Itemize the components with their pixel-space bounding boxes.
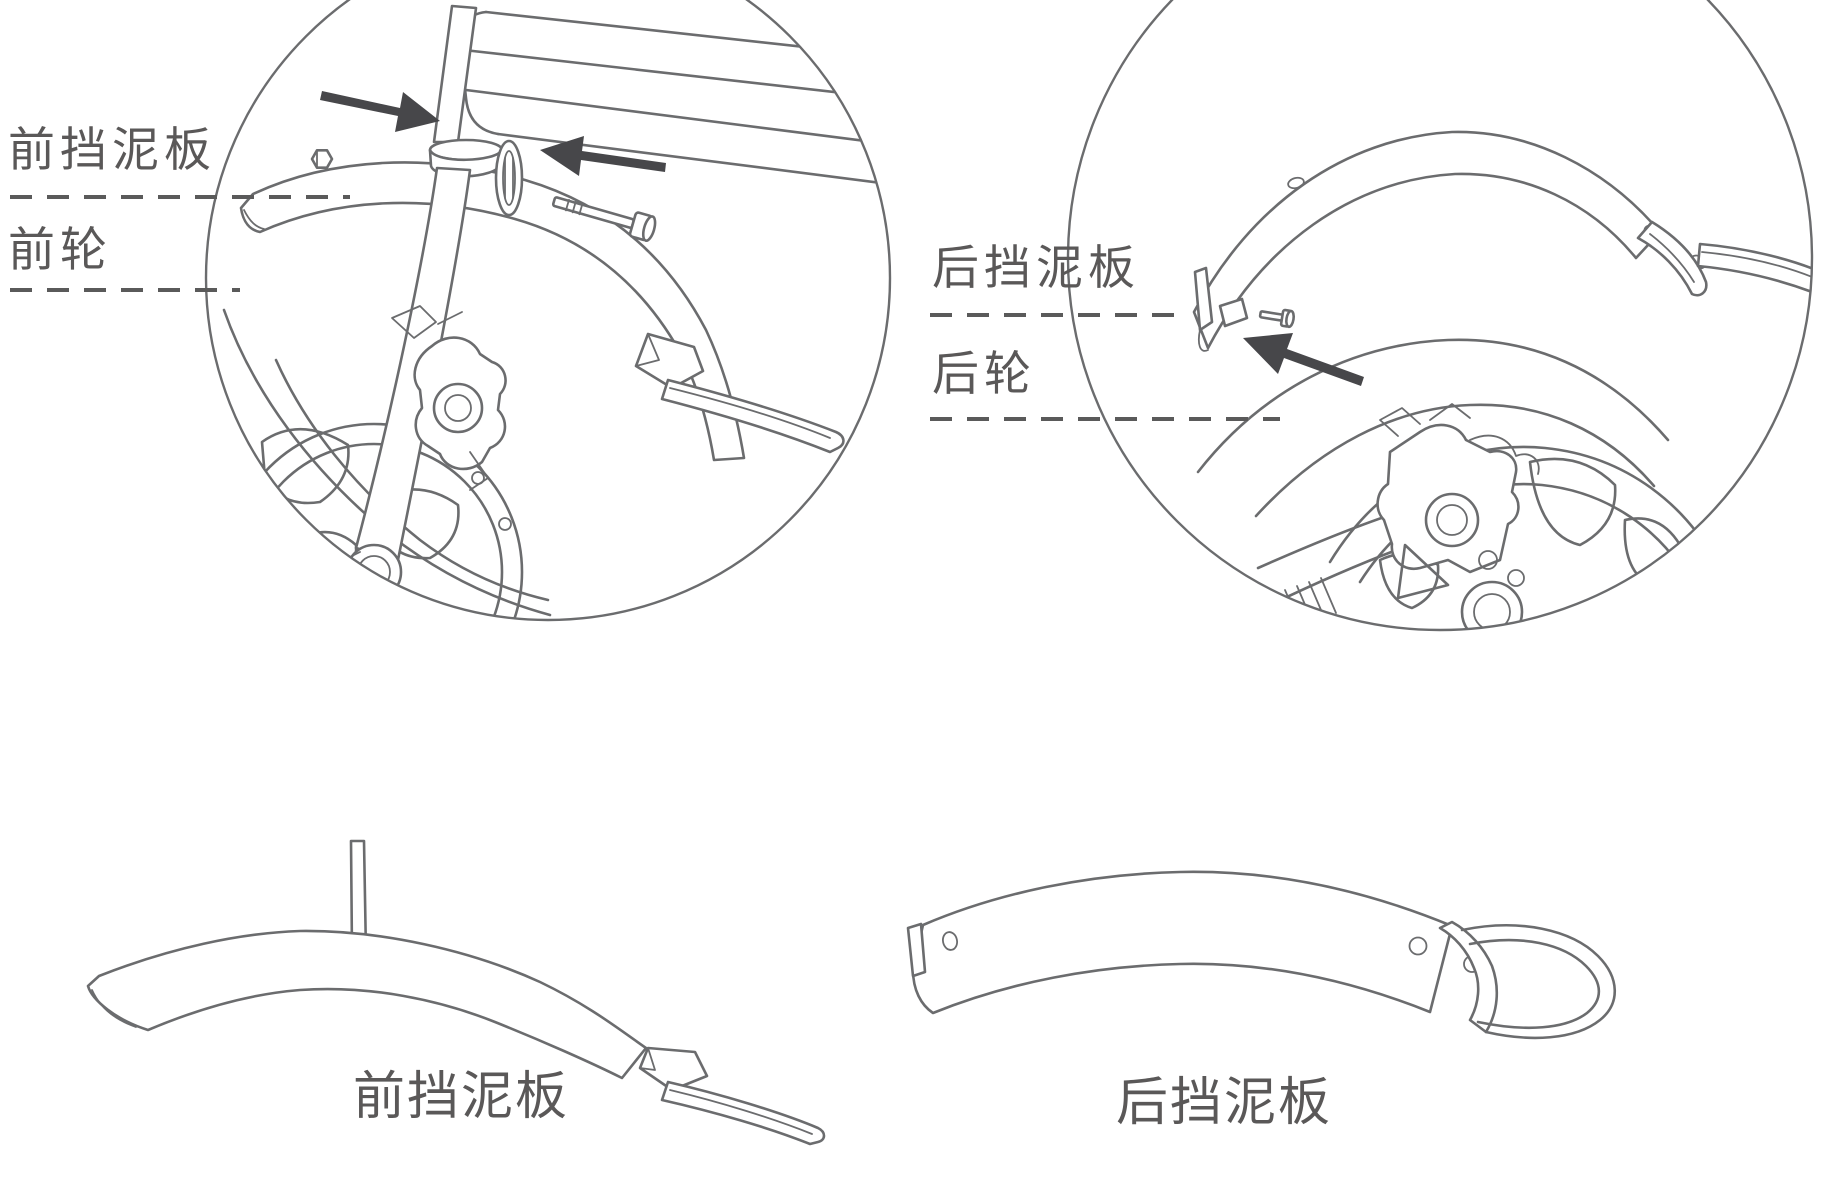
rear-wheel-callout-label: 后轮: [932, 347, 1036, 402]
bolt-icon: [1258, 308, 1295, 329]
front-fender-tip-fold: [243, 209, 265, 230]
rear-mudflap: [1636, 220, 1812, 297]
front-brake-caliper: [391, 305, 507, 491]
front-vignette-outline: [204, 0, 892, 622]
rear-brake-caliper: [1376, 403, 1540, 600]
fender-mount-grommet: [494, 139, 524, 217]
rear-fender-bracket: [1218, 297, 1249, 328]
front-axle: [325, 543, 403, 601]
nut-icon: [310, 149, 334, 169]
rear-fender-part-drawing: [906, 870, 1617, 1040]
front-fender-part-drawing: [86, 839, 826, 1146]
steerer-tube: [432, 4, 478, 144]
front-fender-band: [239, 161, 746, 462]
front-fender-callout-label: 前挡泥板: [8, 123, 216, 178]
front-wheel-callout-label: 前轮: [8, 223, 112, 278]
front-mudflap: [634, 332, 845, 454]
rear-hub: [1460, 580, 1524, 630]
install-arrow-icon: [1243, 333, 1364, 386]
install-arrow-icon: [540, 136, 666, 176]
rear-vignette-outline: [1066, 0, 1814, 632]
front-detail-vignette: [204, 0, 892, 622]
rear-part-loop: [1460, 924, 1617, 1040]
rear-fender-tab: [1193, 266, 1214, 332]
install-arrow-icon: [320, 91, 440, 132]
bolt-icon: [551, 196, 657, 242]
rear-tire: [1196, 338, 1670, 518]
rear-fender-callout-label: 后挡泥板: [932, 241, 1140, 296]
rear-detail-vignette: [1066, 0, 1814, 632]
rear-fender-part-label: 后挡泥板: [1116, 1073, 1333, 1133]
rear-part-tab: [906, 922, 927, 978]
front-fender-part-label: 前挡泥板: [353, 1067, 570, 1127]
